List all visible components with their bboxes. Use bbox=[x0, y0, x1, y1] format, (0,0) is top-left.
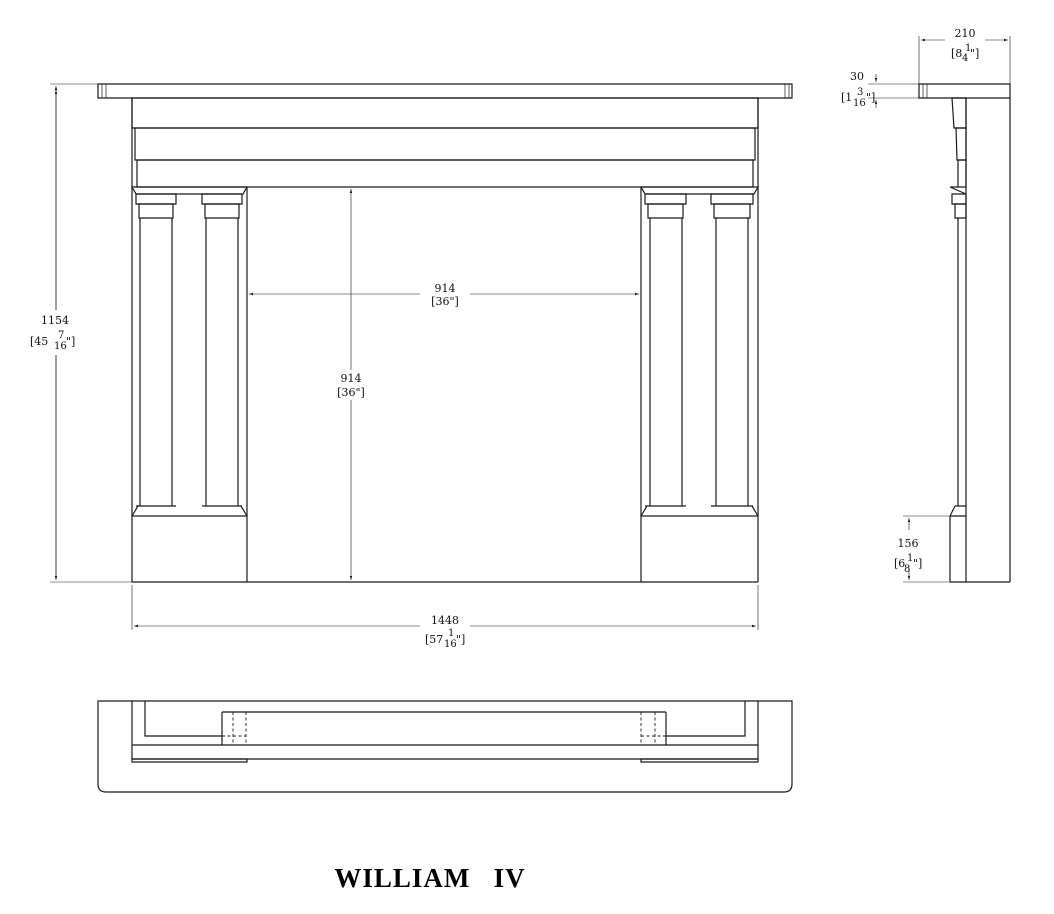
depth-inch: [8 bbox=[951, 47, 962, 60]
shelf-thickness-inch-num: 3 bbox=[857, 87, 863, 98]
overall-height-inch-num: 7 bbox=[58, 330, 64, 341]
overall-height-dimension: 1154 [45 7 16 "] bbox=[30, 83, 132, 583]
front-elevation bbox=[97, 83, 793, 583]
plinth-height-inch-num: 1 bbox=[907, 553, 913, 564]
side-elevation bbox=[918, 83, 1011, 583]
depth-mm: 210 bbox=[955, 27, 976, 40]
plan-view bbox=[97, 700, 793, 793]
overall-width-dimension: 1448 [57 1 16 "] bbox=[131, 585, 759, 650]
opening-height-mm: 914 bbox=[341, 372, 362, 385]
shelf-thickness-inch: [1 bbox=[841, 91, 852, 104]
overall-width-inch-num: 1 bbox=[448, 628, 454, 639]
drawing-title: WILLIAM IV bbox=[334, 863, 525, 893]
svg-text:"]: "] bbox=[866, 91, 875, 104]
plinth-height-dimension: 156 [6 1 8 "] bbox=[894, 515, 950, 583]
svg-text:"]: "] bbox=[913, 557, 922, 570]
svg-text:"]: "] bbox=[970, 47, 979, 60]
opening-width-mm: 914 bbox=[435, 282, 456, 295]
shelf-thickness-dimension: 30 [1 3 16 "] bbox=[841, 70, 919, 109]
shelf-thickness-inch-den: 16 bbox=[853, 98, 866, 109]
opening-width-dimension: 914 [36"] bbox=[249, 282, 639, 308]
overall-height-mm: 1154 bbox=[41, 314, 69, 327]
plinth-height-mm: 156 bbox=[898, 537, 919, 550]
overall-height-inch: [45 bbox=[30, 335, 48, 348]
overall-width-inch: [57 bbox=[425, 633, 443, 646]
svg-text:"]: "] bbox=[456, 633, 465, 646]
plinth-height-inch: [6 bbox=[894, 557, 905, 570]
depth-inch-den: 4 bbox=[962, 53, 968, 64]
opening-height-dimension: 914 [36"] bbox=[337, 189, 365, 580]
plinth-height-inch-den: 8 bbox=[904, 564, 910, 575]
opening-width-inch: [36"] bbox=[431, 295, 459, 308]
opening-height-inch: [36"] bbox=[337, 386, 365, 399]
depth-dimension: 210 [8 1 4 "] bbox=[918, 27, 1011, 84]
svg-text:"]: "] bbox=[66, 335, 75, 348]
overall-width-mm: 1448 bbox=[431, 614, 459, 627]
overall-height-inch-den: 16 bbox=[54, 341, 67, 352]
depth-inch-num: 1 bbox=[965, 43, 971, 54]
overall-width-inch-den: 16 bbox=[444, 639, 457, 650]
shelf-thickness-mm: 30 bbox=[850, 70, 864, 83]
